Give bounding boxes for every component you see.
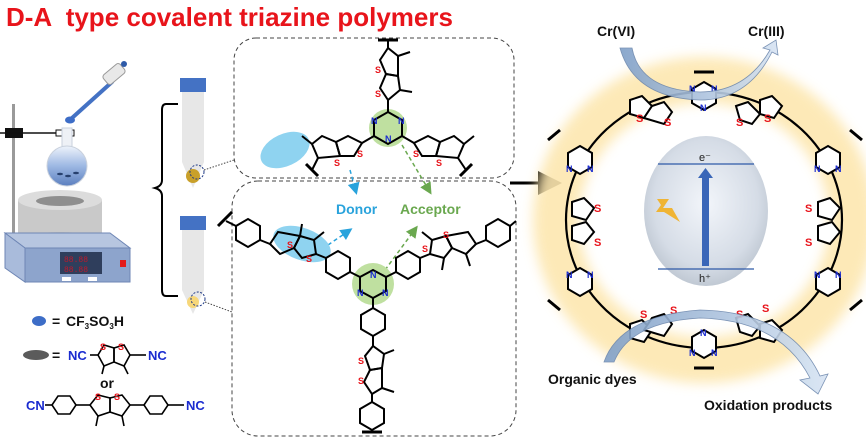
tt-ctf-box	[233, 37, 515, 179]
atom-S: S	[636, 113, 643, 125]
atom-S: S	[436, 158, 442, 168]
atom-S: S	[375, 65, 381, 75]
atom-S: S	[306, 254, 312, 264]
svg-text:88.88: 88.88	[64, 256, 88, 265]
atom-S: S	[594, 237, 601, 249]
bottom-structure	[216, 210, 517, 434]
acid-equals: =	[52, 313, 60, 329]
tube-top	[180, 78, 235, 188]
atom-S: S	[670, 305, 677, 317]
atom-N: N	[382, 288, 389, 298]
atom-N: N	[371, 116, 378, 126]
figure-title: D-A type covalent triazine polymers	[6, 2, 453, 32]
monomer2-nc-right: NC	[186, 398, 205, 413]
donor-highlight	[260, 131, 310, 169]
atom-N: N	[357, 288, 364, 298]
hotplate-stirrer: 88.88 88.88	[3, 232, 132, 283]
atom-N: N	[566, 270, 573, 280]
legend: = CF3SO3H = NC NC S S or CN NC	[26, 313, 205, 427]
donor-pointer-arrow-2	[327, 228, 353, 246]
atom-S: S	[114, 392, 120, 402]
atom-S: S	[594, 203, 601, 215]
or-label: or	[100, 375, 115, 391]
atom-S: S	[764, 113, 771, 125]
monomer2-structure	[45, 394, 184, 427]
top-structure	[260, 38, 475, 178]
monomer2-cn-left: CN	[26, 398, 45, 413]
atom-N: N	[385, 134, 392, 144]
atom-S: S	[375, 89, 381, 99]
acceptor-highlight	[352, 263, 394, 305]
atom-S: S	[358, 376, 364, 386]
acceptor-pointer-arrow	[401, 144, 432, 195]
light-bolt-icon	[656, 199, 680, 222]
atom-S: S	[443, 230, 449, 240]
atom-N: N	[835, 270, 842, 280]
monomer1-structure	[90, 344, 146, 375]
band-gap-diagram: e⁻ h⁺	[644, 136, 768, 286]
atom-N: N	[711, 348, 718, 358]
excitation-arrow-shaft	[702, 176, 709, 266]
atom-S: S	[805, 237, 812, 249]
tt-ph-ctf-box	[231, 180, 517, 437]
atom-S: S	[118, 342, 124, 352]
svg-text:88.88: 88.88	[64, 266, 88, 275]
atom-N: N	[814, 270, 821, 280]
monomer-ellipse-icon	[23, 350, 49, 360]
atom-N: N	[370, 270, 377, 280]
cr6-label: Cr(VI)	[597, 23, 635, 39]
pipette-icon	[65, 61, 127, 124]
tube-bottom	[180, 216, 233, 314]
acid-formula: CF3SO3H	[66, 313, 124, 331]
hole-label: h⁺	[699, 273, 711, 285]
atom-N: N	[700, 328, 707, 338]
atom-S: S	[736, 117, 743, 129]
atom-S: S	[422, 244, 428, 254]
dye-oxidation-arrow	[603, 309, 829, 395]
atom-S: S	[358, 356, 364, 366]
acceptor-label: Acceptor	[400, 201, 461, 217]
cr3-label: Cr(III)	[748, 23, 785, 39]
atom-N: N	[587, 164, 594, 174]
monomer1-nc-left: NC	[68, 348, 87, 363]
atom-S: S	[664, 117, 671, 129]
monomer-equals: =	[52, 347, 60, 363]
atom-N: N	[566, 164, 573, 174]
atom-N: N	[398, 116, 405, 126]
donor-label: Donor	[336, 201, 378, 217]
atom-S: S	[640, 309, 647, 321]
brace	[151, 103, 178, 297]
atom-N: N	[814, 164, 821, 174]
monomer1-nc-right: NC	[148, 348, 167, 363]
donor-pointer-arrow	[347, 169, 360, 195]
oxidation-products-label: Oxidation products	[704, 397, 833, 413]
atom-N: N	[835, 164, 842, 174]
organic-dyes-label: Organic dyes	[548, 371, 637, 387]
atom-S: S	[334, 158, 340, 168]
electron-label: e⁻	[699, 152, 711, 164]
atom-N: N	[700, 103, 707, 113]
display-panel	[60, 252, 102, 274]
synthesis-apparatus: 88.88 88.88	[0, 61, 132, 283]
atom-N: N	[689, 348, 696, 358]
atom-S: S	[413, 149, 419, 159]
atom-S: S	[357, 149, 363, 159]
cr-reduction-arrow	[619, 39, 779, 101]
atom-S: S	[762, 303, 769, 315]
excitation-arrow-head	[698, 168, 713, 178]
acceptor-pointer-arrow-2	[384, 225, 418, 271]
atom-S: S	[805, 203, 812, 215]
atom-N: N	[587, 270, 594, 280]
atom-N: N	[689, 84, 696, 94]
acid-drop-icon	[32, 316, 46, 326]
stand-rod	[12, 104, 15, 234]
atom-N: N	[711, 84, 718, 94]
atom-S: S	[287, 240, 293, 250]
atom-S: S	[95, 392, 101, 402]
atom-S: S	[100, 342, 106, 352]
power-indicator	[120, 260, 126, 267]
round-bottom-flask	[46, 127, 88, 187]
